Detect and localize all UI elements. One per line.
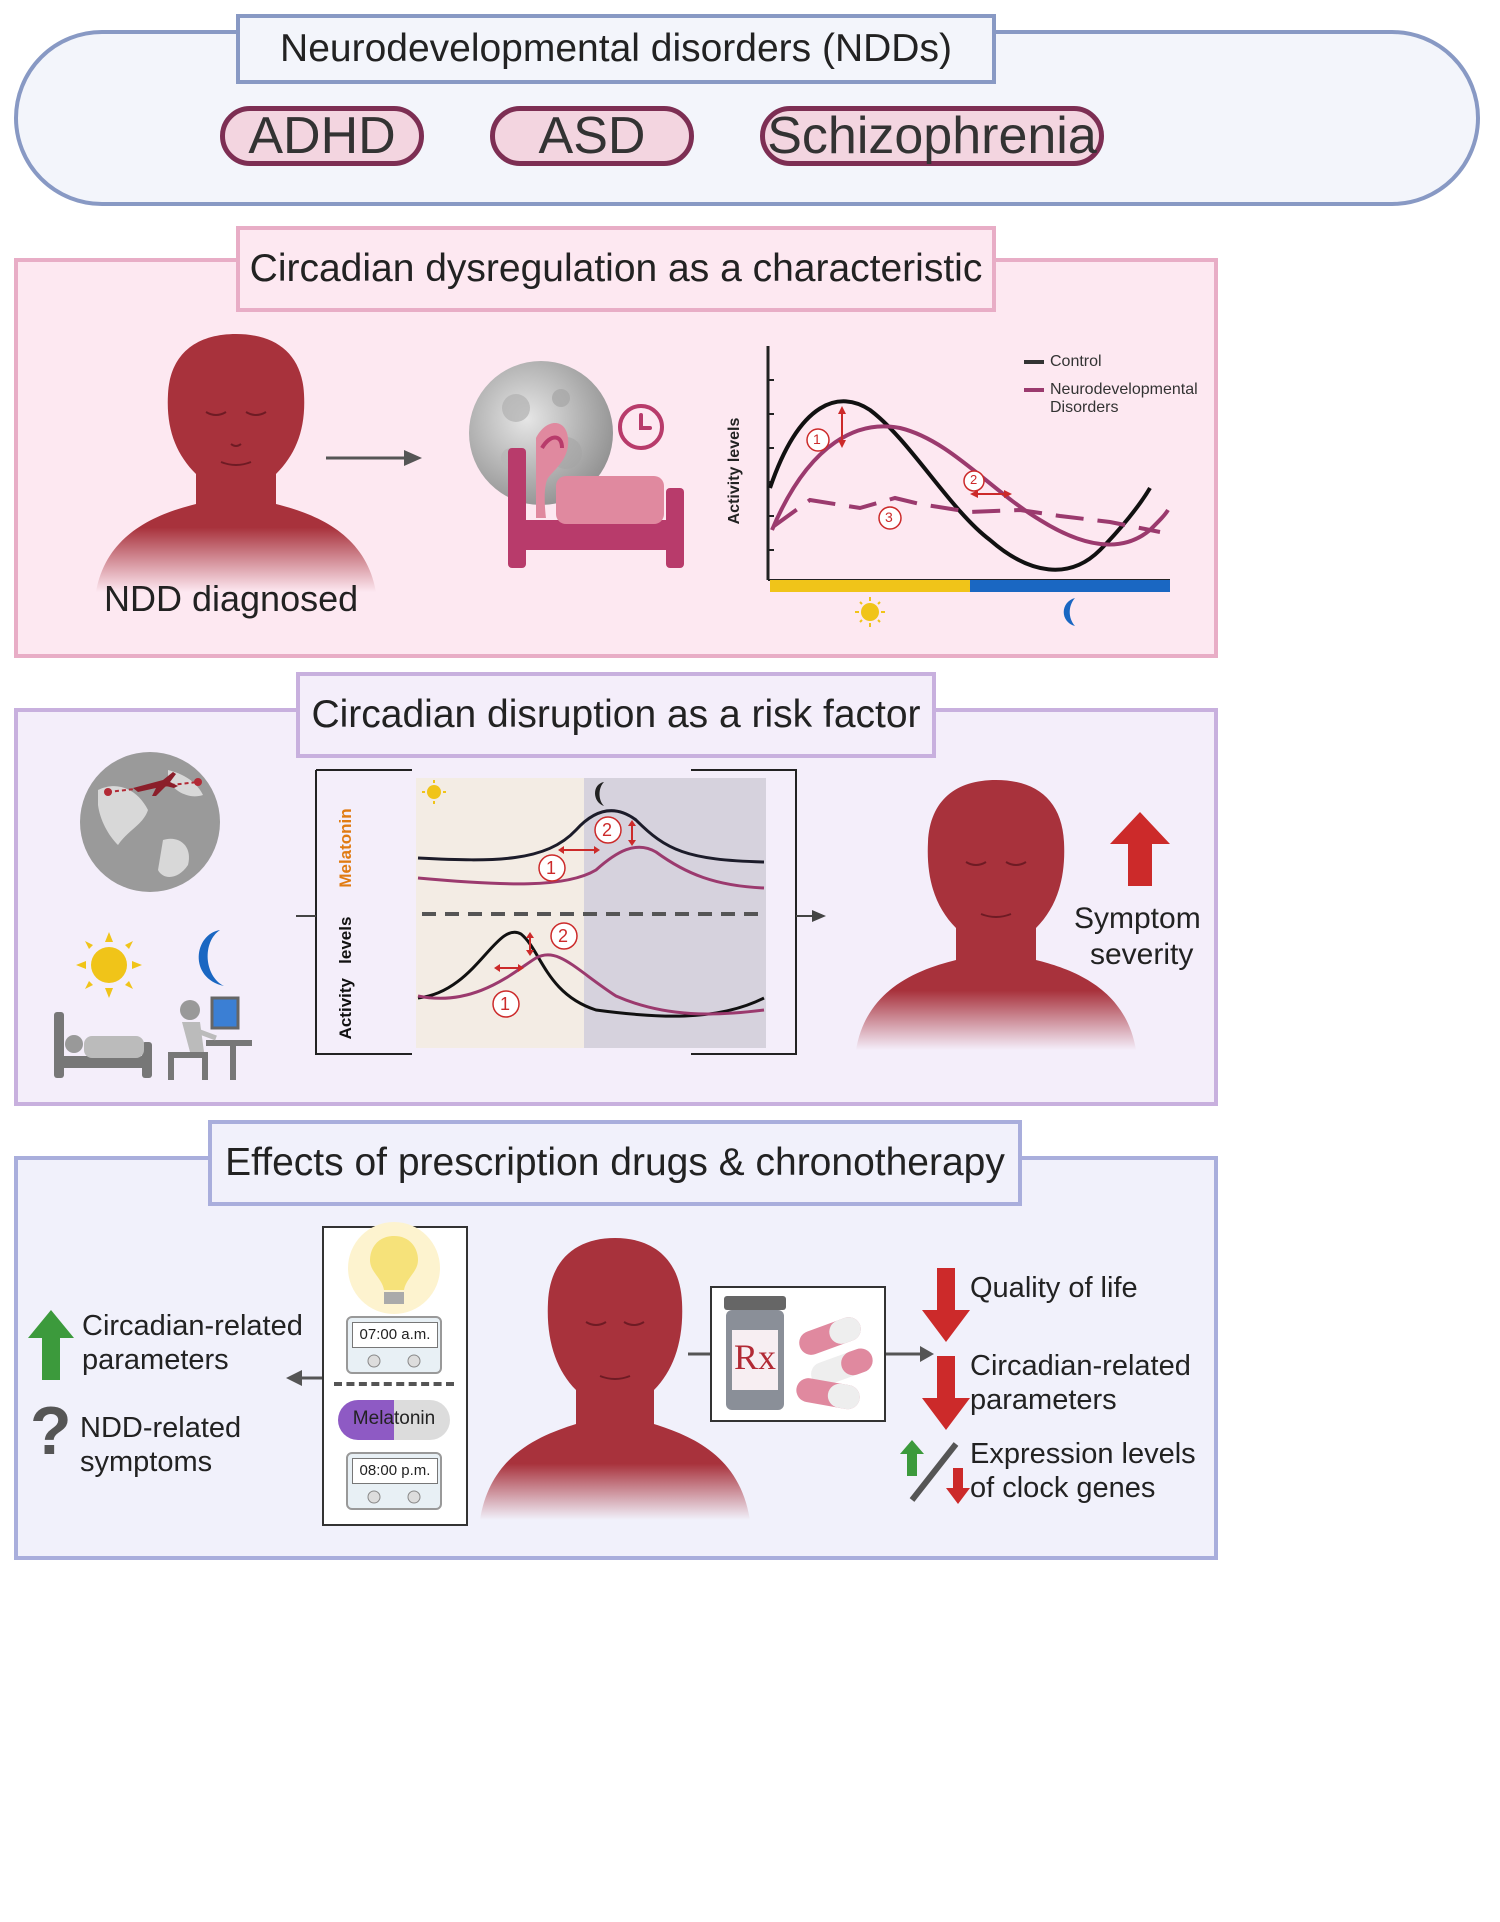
a2-marker-2: 2 xyxy=(558,926,569,946)
marker-1: 1 xyxy=(813,431,821,447)
right-arrow-icon-3 xyxy=(886,1346,934,1362)
symptom-label-line2: severity xyxy=(1090,938,1194,971)
red-down-arrow-icon-1 xyxy=(922,1268,970,1342)
sun-icon xyxy=(855,597,885,627)
right-item2-line1: Circadian-related xyxy=(970,1350,1191,1382)
melatonin-pill-label: Melatonin xyxy=(352,1408,436,1429)
airplane-icon xyxy=(133,772,178,796)
day-bar xyxy=(770,580,970,592)
marker-3: 3 xyxy=(885,509,893,525)
activity-axis-label: Activity levels xyxy=(336,916,355,1040)
moon-crescent-large-icon xyxy=(198,930,224,986)
rx-label: Rx xyxy=(734,1337,777,1377)
person-head-icon-3 xyxy=(480,1238,750,1520)
legend-ndd: Neurodevelopmental Disorders xyxy=(1050,381,1198,416)
morning-time: 07:00 a.m. xyxy=(352,1322,438,1348)
left-item1-line2: parameters xyxy=(82,1344,229,1376)
ndd-title-text: Neurodevelopmental disorders (NDDs) xyxy=(280,27,952,70)
panel-disruption-title-text: Circadian disruption as a risk factor xyxy=(311,693,921,736)
sun-large-icon xyxy=(76,932,142,998)
right-item1: Quality of life xyxy=(970,1272,1138,1304)
melatonin-activity-chart xyxy=(296,769,826,1055)
activity-chart xyxy=(766,346,1170,627)
red-down-arrow-icon-2 xyxy=(922,1356,970,1430)
melatonin-axis-label: Melatonin xyxy=(336,808,355,888)
bed-icon xyxy=(508,423,684,568)
pill-adhd-label: ADHD xyxy=(248,107,396,165)
small-sun-icon xyxy=(422,780,446,804)
right-item2-line2: parameters xyxy=(970,1384,1117,1416)
small-moon-icon xyxy=(595,782,604,806)
pill-schizophrenia: Schizophrenia xyxy=(760,106,1104,166)
sleeping-person-icon xyxy=(54,1012,152,1078)
pill-asd-label: ASD xyxy=(538,107,646,165)
m2-marker-2: 2 xyxy=(602,820,613,840)
a2-marker-1: 1 xyxy=(500,994,511,1014)
question-mark-icon: ? xyxy=(30,1393,72,1469)
person-head-icon-2 xyxy=(856,780,1136,1050)
pill-adhd: ADHD xyxy=(220,106,424,166)
crescent-moon-icon xyxy=(1063,598,1075,626)
evening-time: 08:00 p.m. xyxy=(352,1458,438,1484)
activity-control xyxy=(417,930,765,1018)
melatonin-pill xyxy=(338,1400,450,1440)
left-item2-line1: NDD-related xyxy=(80,1412,242,1444)
arrow-right-icon xyxy=(326,450,422,466)
panel-dysregulation-title: Circadian dysregulation as a characteris… xyxy=(236,226,996,312)
pill-schizophrenia-label: Schizophrenia xyxy=(767,107,1097,165)
morning-clock-buttons xyxy=(367,1354,421,1368)
panel-dysregulation-title-text: Circadian dysregulation as a characteris… xyxy=(249,247,983,290)
ndd-dashed-line xyxy=(772,495,1161,534)
lightbulb-icon xyxy=(348,1222,440,1314)
chart-ylabel: Activity levels xyxy=(726,417,743,525)
up-arrow-icon xyxy=(1110,812,1170,886)
control-line xyxy=(768,399,1152,572)
clock-divider xyxy=(334,1382,454,1386)
panel-treatment-title-text: Effects of prescription drugs & chronoth… xyxy=(225,1141,1005,1184)
m2-marker-1: 1 xyxy=(546,858,557,878)
desk-worker-icon xyxy=(168,996,252,1080)
melatonin-ndd xyxy=(417,845,765,890)
left-item1-line1: Circadian-related xyxy=(82,1310,303,1342)
clock-icon xyxy=(618,404,664,450)
symptom-label-line1: Symptom xyxy=(1074,902,1201,935)
capsules-icon xyxy=(796,1317,873,1410)
pill-asd: ASD xyxy=(490,106,694,166)
legend-control: Control xyxy=(1050,353,1102,370)
globe-icon xyxy=(80,752,220,892)
evening-clock-buttons xyxy=(367,1490,421,1504)
melatonin-control xyxy=(417,809,765,864)
right-item3-line1: Expression levels xyxy=(970,1438,1196,1470)
mixed-arrows-icon xyxy=(900,1440,970,1504)
ndd-title: Neurodevelopmental disorders (NDDs) xyxy=(236,14,996,84)
right-item3-line2: of clock genes xyxy=(970,1472,1156,1504)
left-item2-line2: symptoms xyxy=(80,1446,213,1478)
person-label: NDD diagnosed xyxy=(104,578,359,619)
pill-bottle-icon xyxy=(724,1296,786,1410)
activity-ndd xyxy=(417,953,765,1016)
panel-disruption-title: Circadian disruption as a risk factor xyxy=(296,672,936,758)
night-bar xyxy=(970,580,1170,592)
marker-2: 2 xyxy=(970,472,978,487)
green-up-arrow-icon xyxy=(28,1310,74,1380)
panel-treatment-title: Effects of prescription drugs & chronoth… xyxy=(208,1120,1022,1206)
person-head-icon xyxy=(96,334,376,592)
